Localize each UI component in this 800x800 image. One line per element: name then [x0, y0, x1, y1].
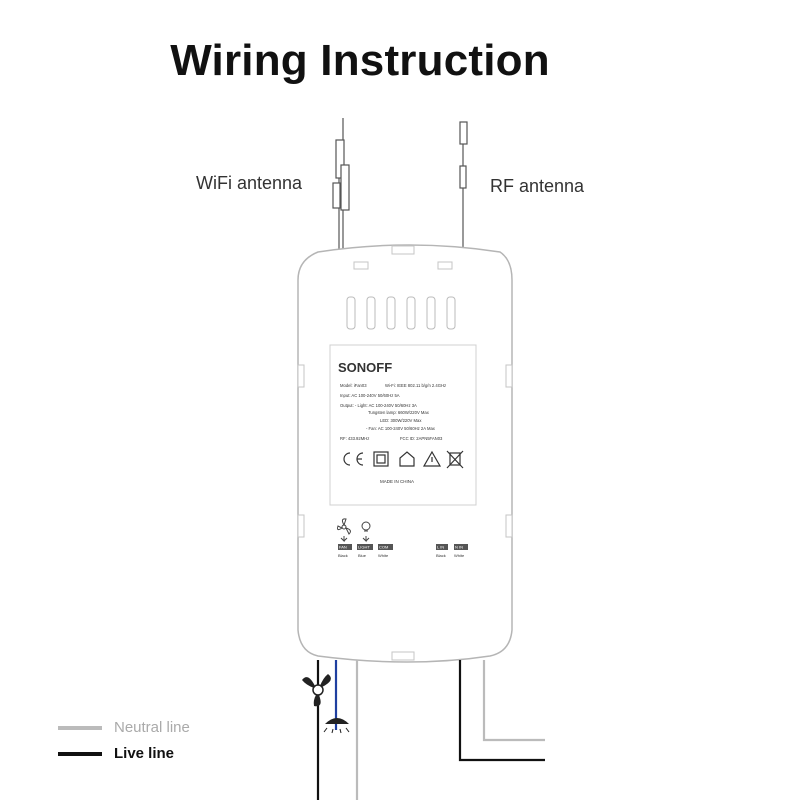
- live-line-label: Live line: [114, 745, 175, 762]
- bulb-small-icon: [361, 521, 371, 543]
- wifi-antenna: [332, 118, 350, 250]
- certification-icons: [343, 450, 464, 469]
- live-line-swatch: [58, 752, 102, 757]
- made-in-label: MADE IN CHINA: [380, 479, 414, 484]
- spec-lines: Model: iFan03 Wi-Fi: IEEE 802.11 b/g/n 2…: [340, 383, 446, 441]
- terminal-com-color: White: [378, 553, 389, 558]
- warning-icon: [422, 450, 442, 467]
- spec-line: Model: iFan03: [340, 383, 367, 388]
- spec-line: RF: 433.92MHz: [340, 436, 369, 441]
- fan-icon: [302, 674, 331, 707]
- page-title: Wiring Instruction: [170, 36, 550, 85]
- terminal-fan-code: FAN: [339, 545, 347, 550]
- neutral-line-label: Neutral line: [114, 719, 190, 736]
- indoor-use-icon: [399, 451, 415, 467]
- lamp-icon: [323, 718, 350, 734]
- rf-antenna: [459, 121, 468, 250]
- spec-line: FCC ID: 2APN5FAN03: [400, 436, 443, 441]
- spec-line: Input: AC 100-240V 50/60Hz 5A: [340, 393, 400, 398]
- legend-neutral-line: Neutral line: [58, 719, 190, 736]
- terminal-com-code: COM: [379, 545, 388, 550]
- weee-bin-icon: [446, 450, 464, 469]
- vent-slots: [346, 296, 456, 330]
- terminal-light-color: Blue: [358, 553, 367, 558]
- spec-line: Output: - Light: AC 100-240V 50/60Hz 3A: [340, 403, 417, 408]
- spec-line: Wi-Fi: IEEE 802.11 b/g/n 2.4GHz: [385, 383, 446, 388]
- wires: [316, 660, 545, 800]
- fan-small-icon: [337, 518, 351, 543]
- neutral-line-swatch: [58, 726, 102, 731]
- terminal-nin-code: N IN: [455, 545, 463, 550]
- brand-logo: SONOFF: [338, 360, 392, 375]
- terminal-lin-color: Black: [436, 553, 446, 558]
- terminal-lin-code: L IN: [437, 545, 444, 550]
- spec-line: Tungsten lamp: 660W/220V Max: [368, 410, 430, 415]
- ce-mark-icon: [343, 452, 364, 466]
- spec-line: LED: 300W/220V Max: [380, 418, 422, 423]
- terminal-nin-color: White: [454, 553, 465, 558]
- spec-line: - Fan: AC 100-240V 50/60Hz 2A Max: [366, 426, 436, 431]
- double-insulation-icon: [373, 451, 389, 467]
- legend-live-line: Live line: [58, 745, 174, 762]
- terminal-blocks: [338, 544, 468, 550]
- wifi-antenna-label: WiFi antenna: [196, 173, 303, 193]
- terminal-fan-color: Black: [338, 553, 348, 558]
- terminal-light-code: LIGHT: [358, 545, 370, 550]
- rf-antenna-label: RF antenna: [490, 176, 585, 196]
